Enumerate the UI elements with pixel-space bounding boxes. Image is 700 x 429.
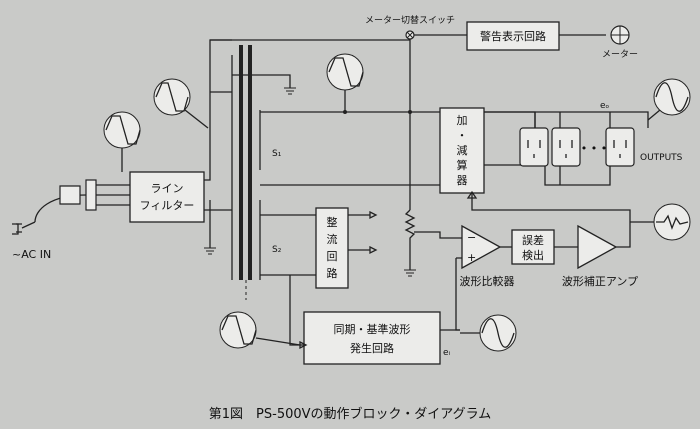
s1-label: S₁ xyxy=(272,149,282,159)
eo-label: eₒ xyxy=(600,101,610,111)
warning-circuit-block xyxy=(466,21,560,51)
comparator-label: 波形比較器 xyxy=(460,274,515,288)
meter-switch-label: メーター切替スイッチ xyxy=(365,14,455,26)
figure-caption: 第1図 PS-500Vの動作ブロック・ダイアグラム xyxy=(209,406,491,422)
outlet-2-icon xyxy=(551,127,581,167)
correction-amp-label: 波形補正アンプ xyxy=(562,275,638,288)
outlet-3-icon xyxy=(605,127,635,167)
reference-wave-icon xyxy=(460,314,517,352)
correction-amp xyxy=(577,224,618,270)
rectifier-char-2: 流 xyxy=(327,232,338,246)
ei-label: eᵢ xyxy=(443,348,451,358)
distorted-wave-icon-2 xyxy=(153,78,209,129)
waveform-comparator: − + xyxy=(461,224,502,270)
error-wave-icon xyxy=(630,203,691,241)
add-sub-char-1: 加 xyxy=(457,114,468,127)
meter-icon xyxy=(610,25,630,45)
comparator-plus: + xyxy=(467,251,476,264)
outlet-1-icon xyxy=(519,127,549,167)
clean-wave-icon-s1 xyxy=(326,53,364,112)
outlet-ellipsis: • • • xyxy=(581,142,607,155)
line-filter-block xyxy=(129,171,205,223)
comparator-minus: − xyxy=(467,231,476,244)
error-detect-label-1: 誤差 xyxy=(522,233,544,247)
add-sub-char-5: 器 xyxy=(457,174,468,187)
transformer: S₁ S₂ xyxy=(231,45,282,300)
meter-switch xyxy=(210,30,467,112)
sync-gen-label-2: 発生回路 xyxy=(350,341,394,355)
add-sub-char-4: 算 xyxy=(457,158,468,172)
clean-wave-icon-output xyxy=(647,78,691,121)
distorted-wave-icon-sync-in xyxy=(219,311,301,349)
sync-generator-block xyxy=(303,311,441,365)
rectifier-char-1: 整 xyxy=(327,215,338,229)
ac-in-label: ~AC IN xyxy=(12,248,51,261)
rectifier-char-3: 回 xyxy=(327,250,338,263)
s2-label: S₂ xyxy=(272,245,282,255)
rectifier-char-4: 路 xyxy=(327,267,338,280)
meter-label: メーター xyxy=(602,49,638,60)
line-filter-label-2: フィルター xyxy=(140,199,195,212)
line-filter-label-1: ライン xyxy=(151,182,184,195)
rectifier-block xyxy=(315,207,349,289)
outputs-label: OUTPUTS xyxy=(640,153,683,163)
distorted-wave-icon xyxy=(103,111,141,172)
sync-gen-label-1: 同期・基準波形 xyxy=(334,322,411,336)
add-sub-block xyxy=(439,107,485,194)
ac-plug-icon xyxy=(12,179,97,235)
error-detect-label-2: 検出 xyxy=(522,248,544,262)
add-sub-char-3: 減 xyxy=(457,143,468,157)
add-sub-char-2: ・ xyxy=(457,129,468,142)
warning-circuit-label: 警告表示回路 xyxy=(480,29,546,43)
